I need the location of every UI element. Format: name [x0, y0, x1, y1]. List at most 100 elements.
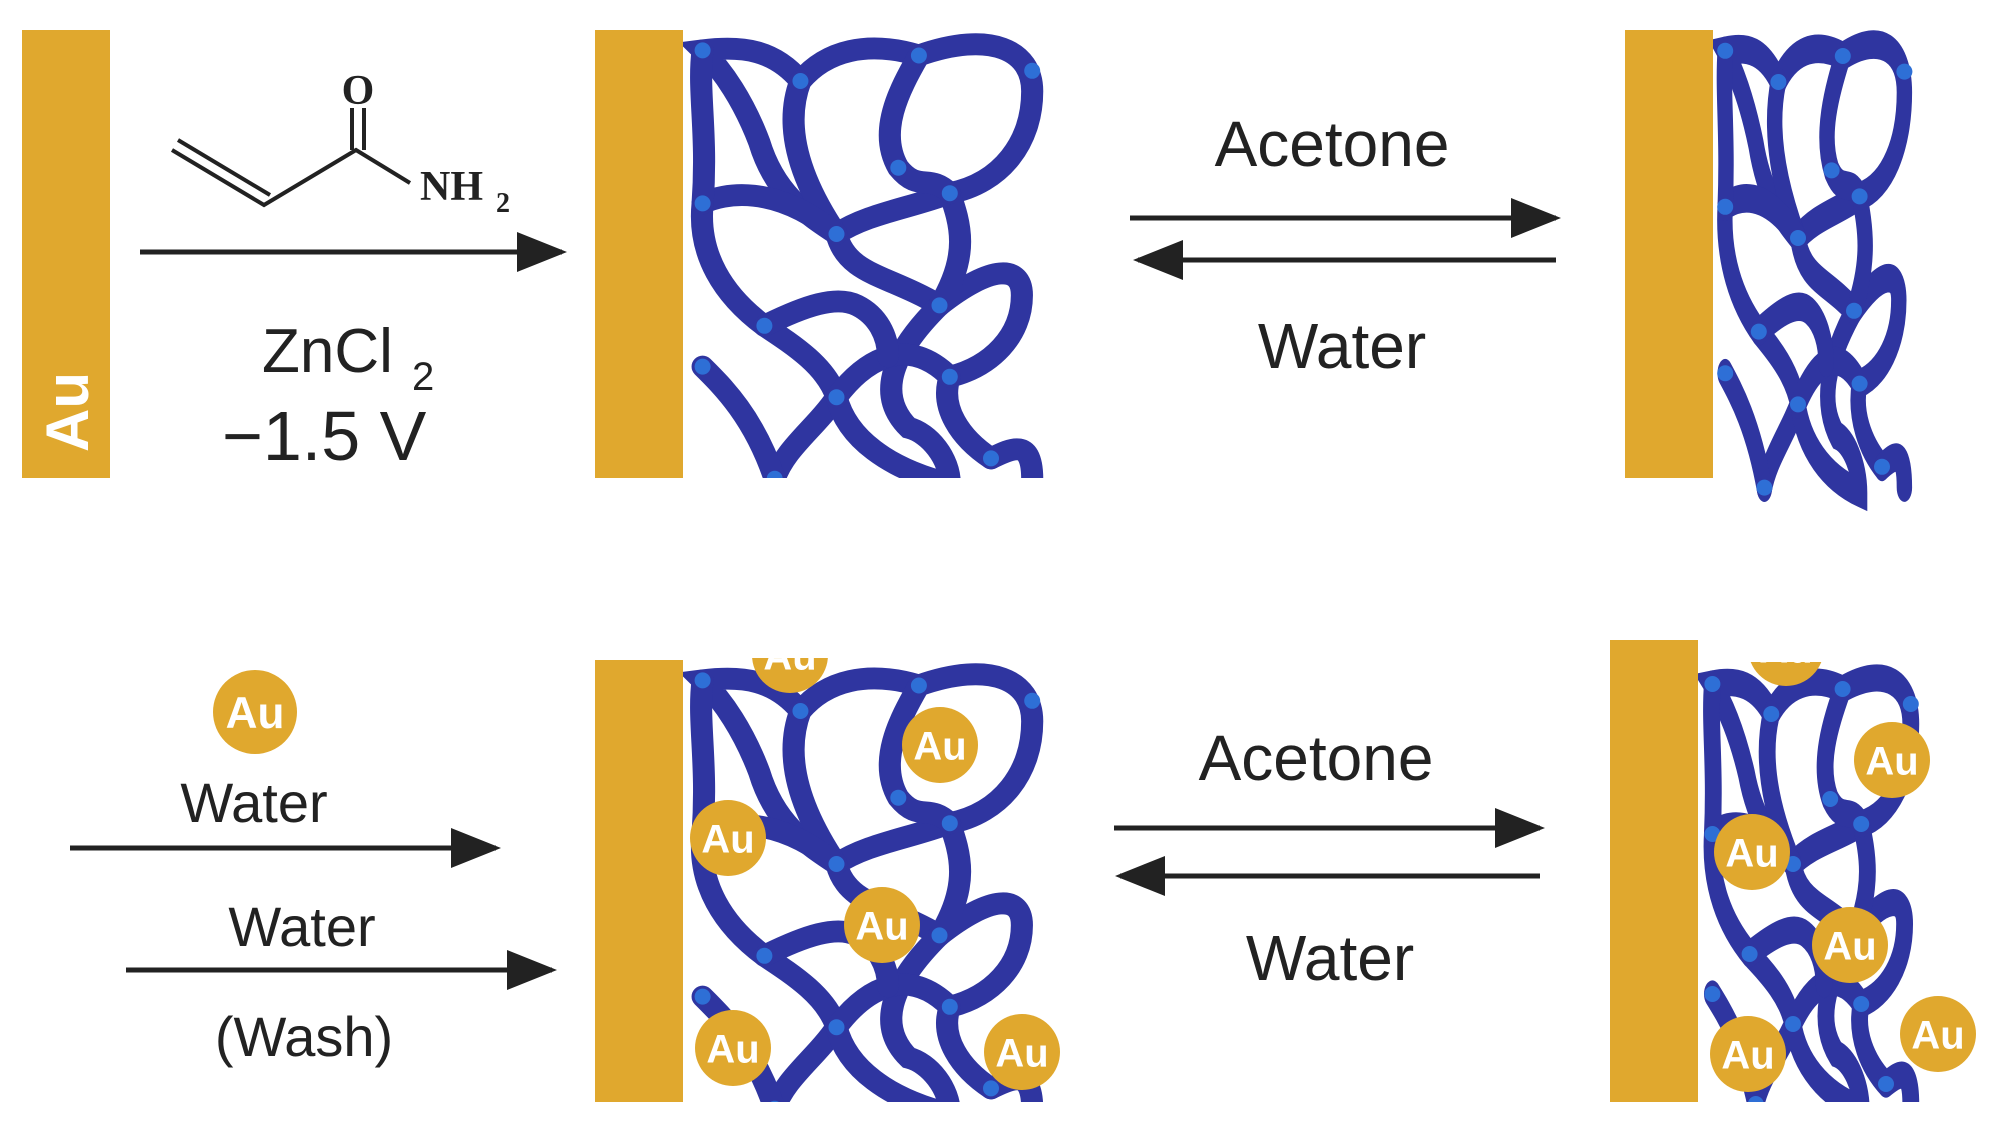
crosslink-node [694, 358, 711, 375]
gold-nanoparticle-icon [844, 887, 920, 963]
crosslink-node [828, 226, 845, 242]
wash-water-label: Water [228, 895, 375, 958]
crosslink-node [694, 195, 711, 212]
electrode-label: Au [34, 372, 101, 452]
gold-nanoparticle-icon [690, 800, 766, 876]
acetone-label-top: Acetone [1215, 108, 1450, 180]
crosslink-node [1896, 63, 1913, 80]
electrode-with-hydrogel [595, 30, 683, 478]
amine-label: NH [420, 164, 483, 210]
crosslink-node [1741, 946, 1758, 962]
gold-nanoparticle-icon [695, 1010, 771, 1086]
crosslink-node [1846, 302, 1862, 319]
crosslink-node [828, 389, 845, 406]
nanoparticle-label: Au [995, 1031, 1048, 1075]
crosslink-node [941, 185, 958, 202]
nanoparticle-label: Au [1911, 1013, 1964, 1057]
crosslink-node [1823, 162, 1840, 179]
bare-gold-electrode [22, 30, 110, 478]
crosslink-node [1717, 365, 1734, 382]
nanoparticle-label: Au [1725, 831, 1778, 875]
crosslink-node [1704, 986, 1721, 1002]
embedded-gold-nanoparticle: Au [902, 707, 978, 783]
swollen-hydrogel-network [695, 42, 1041, 486]
embedded-gold-nanoparticle: Au [1812, 907, 1888, 983]
gold-nanoparticle-icon [1812, 907, 1888, 983]
crosslink-node [792, 73, 809, 89]
crosslink-node [890, 159, 907, 176]
crosslink-node [1853, 816, 1870, 832]
crosslink-node [941, 368, 958, 385]
catalyst-label: ZnCl [262, 317, 393, 386]
catalyst-subscript: 2 [412, 355, 434, 399]
nanoparticle-label: Au [701, 817, 754, 861]
embedded-gold-nanoparticle: Au [984, 1014, 1060, 1090]
free-gold-nanoparticle: Au [213, 670, 297, 754]
crosslink-node [910, 677, 927, 694]
crosslink-node [1874, 458, 1890, 475]
nanoparticle-label: Au [1865, 739, 1918, 783]
embedded-gold-nanoparticle: Au [1854, 722, 1930, 798]
crosslink-node [694, 988, 711, 1005]
crosslink-node [694, 672, 711, 689]
crosslink-node [1717, 198, 1734, 215]
crosslink-node [1902, 696, 1919, 712]
crosslink-node [941, 998, 958, 1015]
crosslink-node [1024, 62, 1041, 79]
collapsed-hydrogel-network [1717, 43, 1912, 496]
amine-subscript: 2 [496, 188, 510, 219]
gold-nanoparticle-icon [213, 670, 297, 754]
crosslink-node [1790, 396, 1806, 413]
water-label-bottom: Water [1246, 922, 1414, 994]
crosslink-node [983, 450, 999, 467]
gold-nanoparticle-icon [1710, 1016, 1786, 1092]
crosslink-node [1834, 48, 1851, 64]
crosslink-node [1756, 479, 1773, 496]
crosslink-node [1704, 826, 1721, 842]
nanoparticle-label: Au [1823, 924, 1876, 968]
gold-nanoparticle-icon [1714, 814, 1790, 890]
crosslink-node [694, 42, 711, 59]
embedded-gold-nanoparticle: Au [1900, 996, 1976, 1072]
crosslink-node [1024, 692, 1041, 709]
loading-water-label: Water [180, 771, 327, 834]
crosslink-node [983, 1080, 999, 1097]
crosslink-node [941, 815, 958, 832]
crosslink-node [931, 297, 948, 314]
crosslink-node [1717, 42, 1734, 59]
embedded-gold-nanoparticle: Au [844, 887, 920, 963]
gold-nanoparticle-icon [984, 1014, 1060, 1090]
crosslink-node [1785, 1016, 1801, 1032]
polymer-chains [1724, 45, 1904, 493]
crosslink-node [1770, 74, 1787, 90]
gold-nanoparticle-icon [1854, 722, 1930, 798]
nanoparticle-label: Au [913, 724, 966, 768]
electrode-loaded [595, 660, 683, 1102]
electrode-collapsed [1625, 30, 1713, 478]
electrode-loaded-collapsed [1610, 640, 1698, 1102]
water-label-top: Water [1258, 310, 1426, 382]
embedded-gold-nanoparticle: Au [695, 1010, 771, 1086]
crosslink-node [1822, 791, 1839, 807]
crosslink-node [1853, 996, 1870, 1012]
crosslink-node [1834, 681, 1851, 697]
crosslink-node [1704, 676, 1721, 692]
nanoparticle-label: Au [1721, 1033, 1774, 1077]
potential-label: −1.5 V [222, 397, 427, 475]
wash-label: (Wash) [215, 1005, 393, 1068]
gold-nanoparticle-icon [902, 707, 978, 783]
acetone-label-bottom: Acetone [1199, 722, 1434, 794]
crosslink-node [756, 947, 773, 964]
loaded-hydrogel-network [695, 672, 1041, 1116]
crosslink-node [890, 789, 907, 806]
crosslink-node [1763, 706, 1780, 722]
nanoparticle-label: Au [706, 1027, 759, 1071]
crosslink-node [910, 47, 927, 64]
gold-nanoparticle-icon [1900, 996, 1976, 1072]
embedded-gold-nanoparticle: Au [1710, 1016, 1786, 1092]
crosslink-node [1851, 188, 1868, 205]
crosslink-node [1878, 1076, 1894, 1092]
crosslink-node [1851, 375, 1868, 392]
